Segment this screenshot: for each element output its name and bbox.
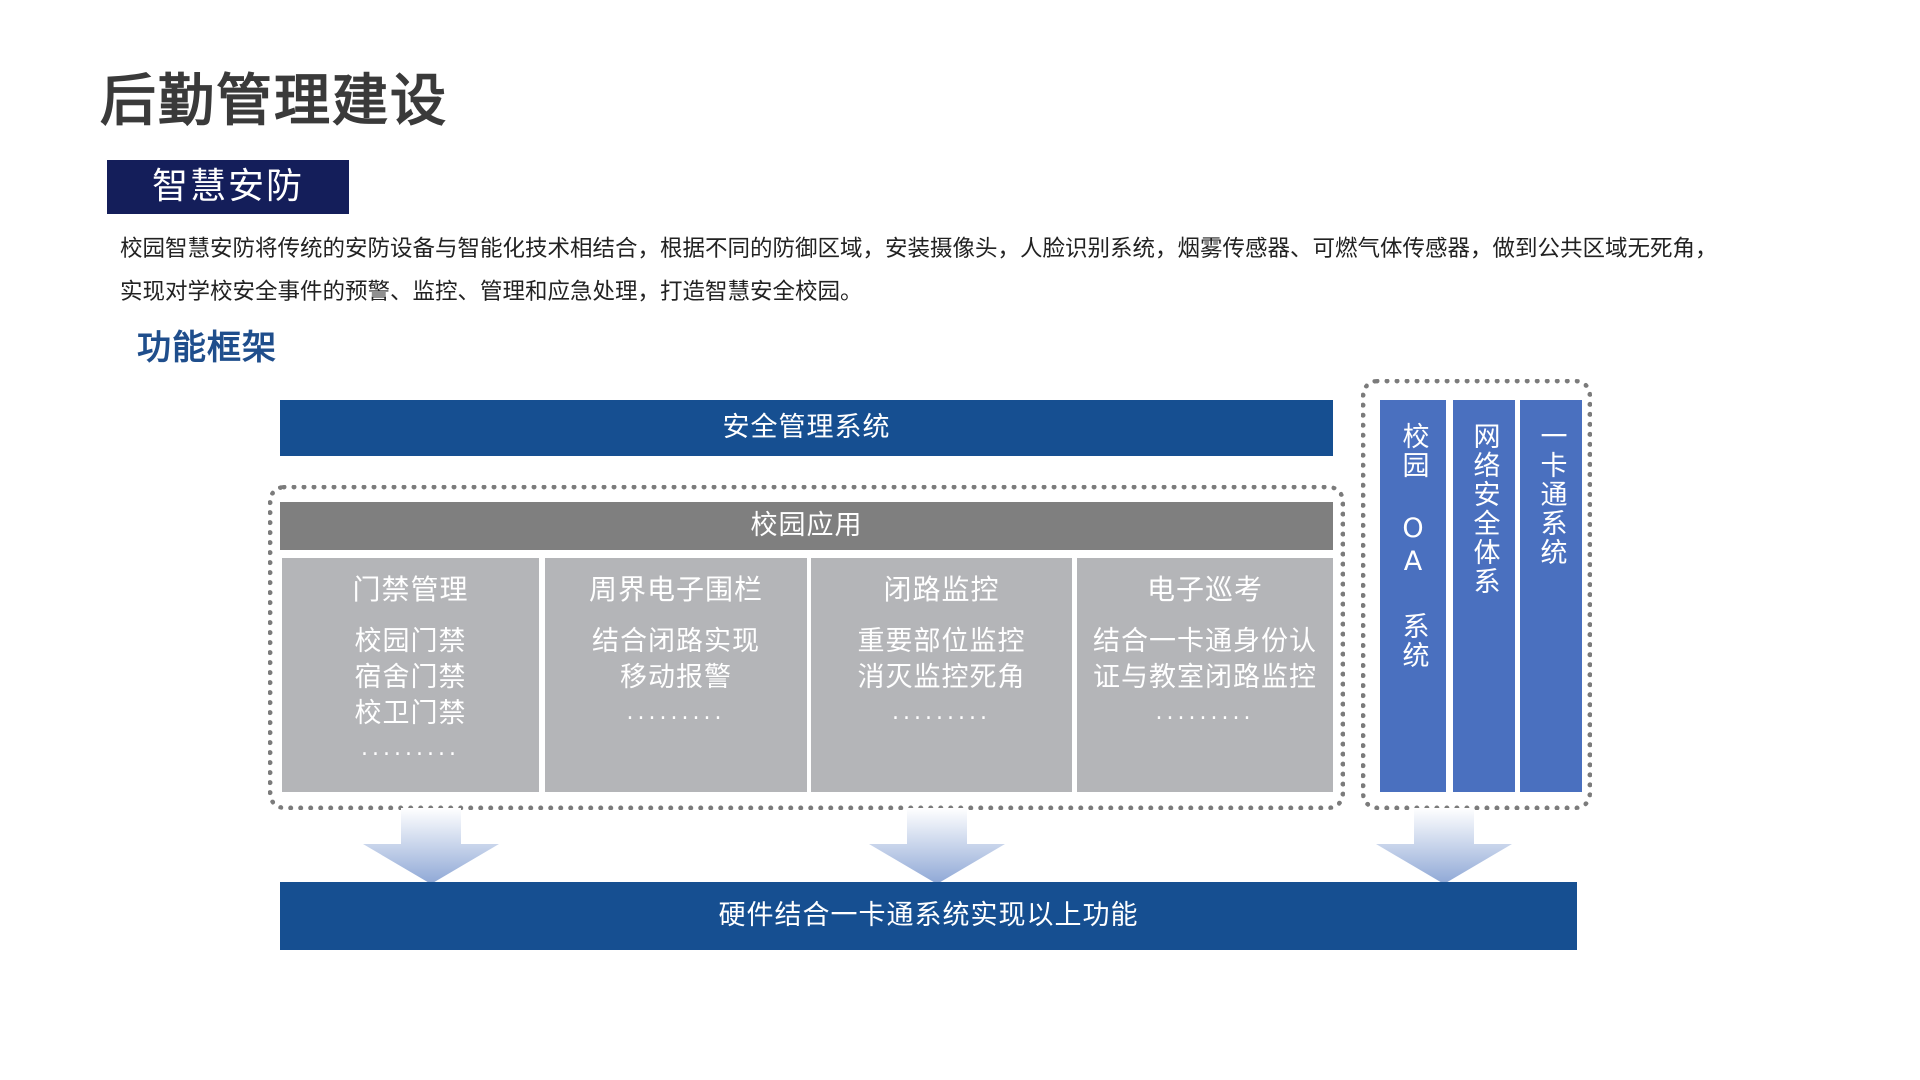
intro-line: 实现对学校安全事件的预警、监控、管理和应急处理，打造智慧安全校园。 xyxy=(120,279,863,305)
module-title: 闭路监控 xyxy=(883,573,1000,606)
side-systems-frame xyxy=(1361,379,1592,810)
module-access-control: 门禁管理 校园门禁 宿舍门禁 校卫门禁 ......... xyxy=(282,558,539,792)
module-ellipsis: ......... xyxy=(1155,700,1255,725)
intro-line: 校园智慧安防将传统的安防设备与智能化技术相结合，根据不同的防御区域，安装摄像头，… xyxy=(120,236,1718,262)
module-ellipsis: ......... xyxy=(892,700,991,725)
module-title: 电子巡考 xyxy=(1146,573,1263,606)
framework-subheading: 功能框架 xyxy=(137,328,277,368)
intro-text: 校园智慧安防将传统的安防设备与智能化技术相结合，根据不同的防御区域，安装摄像头，… xyxy=(120,228,1870,314)
module-cctv: 闭路监控 重要部位监控 消灭监控死角 ......... xyxy=(811,558,1072,792)
module-title: 周界电子围栏 xyxy=(588,573,763,606)
module-item: 重要部位监控 xyxy=(857,626,1026,657)
hardware-one-card-bar: 硬件结合一卡通系统实现以上功能 xyxy=(280,882,1577,950)
column-network-security: 网络安全体系 xyxy=(1453,400,1515,792)
security-management-bar: 安全管理系统 xyxy=(280,400,1333,456)
module-item: 消灭监控死角 xyxy=(857,662,1026,693)
module-item: 校卫门禁 xyxy=(354,698,467,729)
module-item: 结合闭路实现 xyxy=(592,626,760,657)
module-title: 门禁管理 xyxy=(352,573,469,606)
down-arrow-icon xyxy=(1376,808,1512,884)
module-ellipsis: ......... xyxy=(626,700,726,725)
down-arrow-icon xyxy=(363,808,499,884)
module-ellipsis: ......... xyxy=(361,736,460,761)
module-item: 结合一卡通身份认 xyxy=(1093,626,1317,657)
module-item: 移动报警 xyxy=(620,662,732,693)
section-tag: 智慧安防 xyxy=(107,160,349,214)
campus-app-header: 校园应用 xyxy=(280,502,1333,550)
module-item: 证与教室闭路监控 xyxy=(1093,662,1317,693)
campus-app-frame xyxy=(268,485,1345,810)
down-arrow-icon xyxy=(869,808,1005,884)
page-title: 后勤管理建设 xyxy=(100,69,448,134)
module-item: 校园门禁 xyxy=(354,626,467,657)
module-perimeter-fence: 周界电子围栏 结合闭路实现 移动报警 ......... xyxy=(545,558,807,792)
module-item: 宿舍门禁 xyxy=(354,662,467,693)
module-electronic-patrol: 电子巡考 结合一卡通身份认 证与教室闭路监控 ......... xyxy=(1077,558,1333,792)
column-one-card: 一卡通系统 xyxy=(1520,400,1582,792)
column-campus-oa: 校园 OA 系统 xyxy=(1380,400,1446,792)
